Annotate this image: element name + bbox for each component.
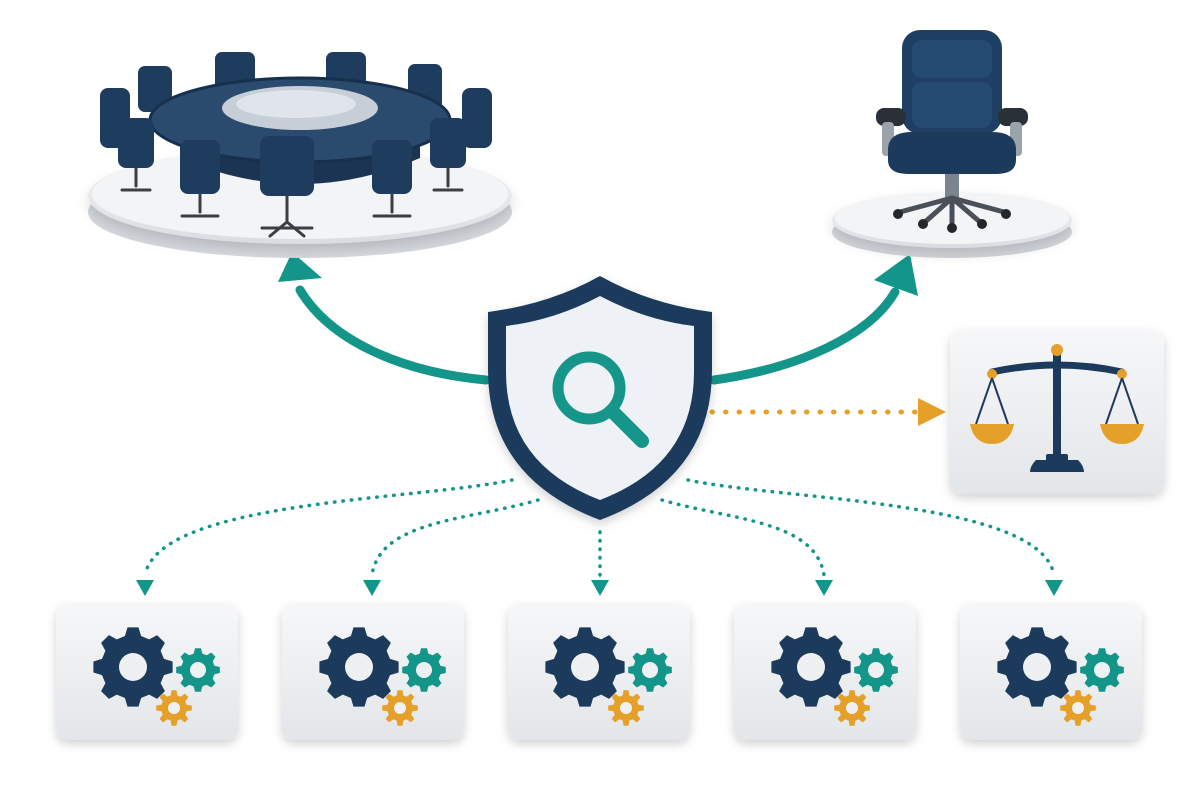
executive-node (832, 30, 1072, 258)
connector-executive (709, 287, 900, 385)
shield-magnifier-icon (488, 276, 712, 520)
boardroom-table-icon (88, 52, 512, 258)
gears-icon (545, 627, 672, 726)
center-node (488, 276, 712, 520)
balance-scale-icon (970, 344, 1144, 472)
operations-row (56, 604, 1142, 740)
gears-icon (93, 627, 220, 726)
operations-node-3 (508, 604, 690, 740)
connector-operations-5 (686, 478, 1056, 577)
gears-icon (319, 627, 446, 726)
executive-chair-icon (832, 30, 1072, 258)
operations-node-5 (960, 604, 1142, 740)
connector-operations-2 (370, 498, 540, 577)
arrowhead-executive (874, 254, 918, 296)
operations-node-4 (734, 604, 916, 740)
arrowhead-operations-3 (591, 580, 609, 596)
compliance-node (950, 330, 1164, 494)
arrowhead-compliance (918, 398, 946, 426)
boardroom-node (88, 52, 512, 258)
arrowhead-board (278, 252, 322, 282)
arrowhead-operations-5 (1045, 580, 1063, 596)
connector-operations-4 (660, 498, 826, 577)
gears-icon (771, 627, 898, 726)
arrowhead-operations-1 (136, 580, 154, 596)
arrowhead-operations-2 (363, 580, 381, 596)
gears-icon (997, 627, 1124, 726)
arrowhead-operations-4 (815, 580, 833, 596)
operations-node-1 (56, 604, 238, 740)
connectors (136, 252, 1063, 596)
connector-board (295, 285, 491, 385)
operations-node-2 (282, 604, 464, 740)
connector-operations-1 (143, 478, 514, 577)
